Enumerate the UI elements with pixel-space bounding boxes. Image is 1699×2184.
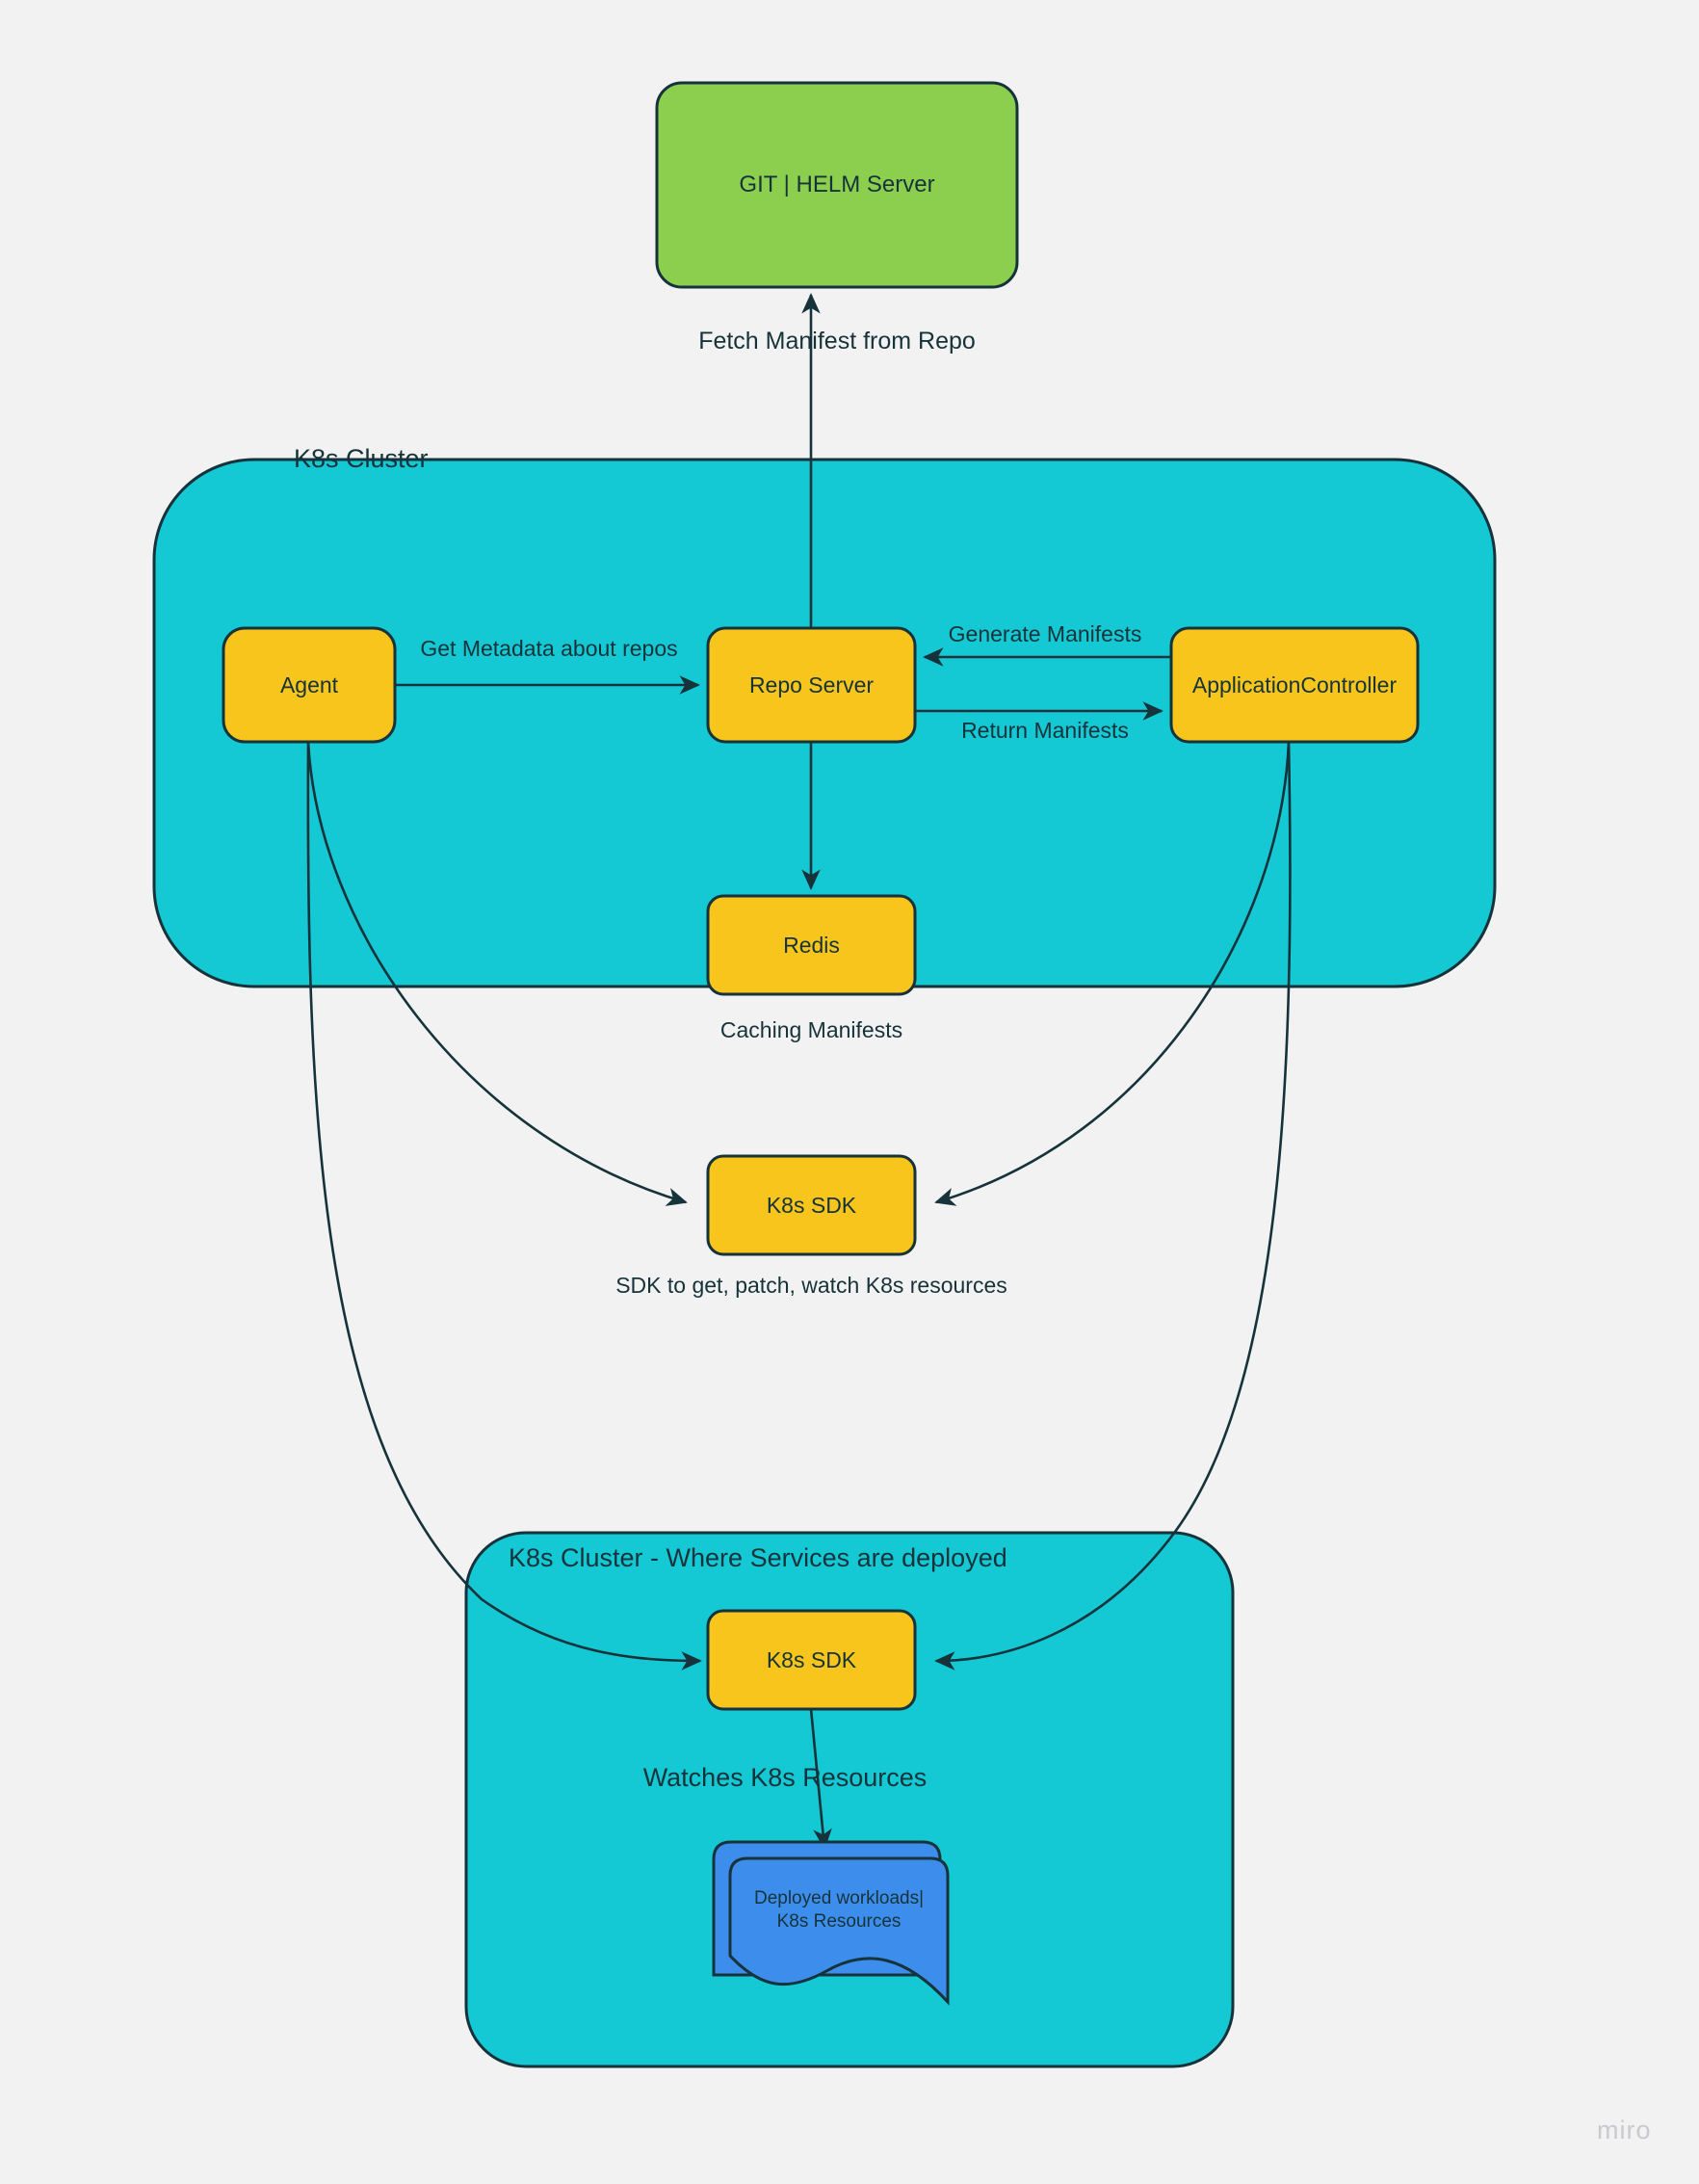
- deployed-workloads-front-shape[interactable]: [728, 1856, 950, 2006]
- agent-label: Agent: [279, 671, 339, 697]
- application-controller-box[interactable]: [1169, 626, 1420, 744]
- application-controller-label: ApplicationController: [1191, 671, 1398, 697]
- git-helm-server-box[interactable]: [655, 81, 1019, 289]
- redis-box[interactable]: [706, 894, 917, 996]
- edge-label-watches-k8s-resources: Watches K8s Resources: [642, 1763, 928, 1792]
- cluster-bottom-title: K8s Cluster - Where Services are deploye…: [509, 1543, 1007, 1572]
- k8s-sdk-bottom-label: K8s SDK: [766, 1646, 857, 1672]
- edge-agent-to-bottom-sdk: [306, 741, 702, 1671]
- redis-label: Redis: [783, 932, 840, 958]
- repo-server-label: Repo Server: [748, 671, 875, 697]
- edge-label-fetch-manifest: Fetch Manifest from Repo: [698, 328, 976, 355]
- k8s-sdk-top-box[interactable]: [706, 1154, 917, 1256]
- k8s-sdk-top-label: K8s SDK: [766, 1192, 857, 1218]
- edge-label-generate-manifests: Generate Manifests: [948, 621, 1142, 646]
- miro-watermark: miro: [1597, 2116, 1652, 2145]
- edge-appcontroller-to-bottom-sdk: [934, 741, 1292, 1671]
- cluster-bottom-box[interactable]: [464, 1531, 1235, 2068]
- cluster-top-title: K8s Cluster: [294, 444, 429, 473]
- edge-label-get-metadata: Get Metadata about repos: [420, 636, 678, 661]
- edge-agent-to-top-sdk: [306, 741, 688, 1206]
- edge-appcontroller-to-top-sdk: [934, 741, 1291, 1206]
- deployed-workloads-label: Deployed workloads| K8s Resources: [753, 1888, 925, 1932]
- edge-sdk-to-workloads: [809, 1708, 832, 1850]
- edge-label-return-manifests: Return Manifests: [961, 718, 1129, 743]
- git-helm-server-label: GIT | HELM Server: [739, 171, 935, 197]
